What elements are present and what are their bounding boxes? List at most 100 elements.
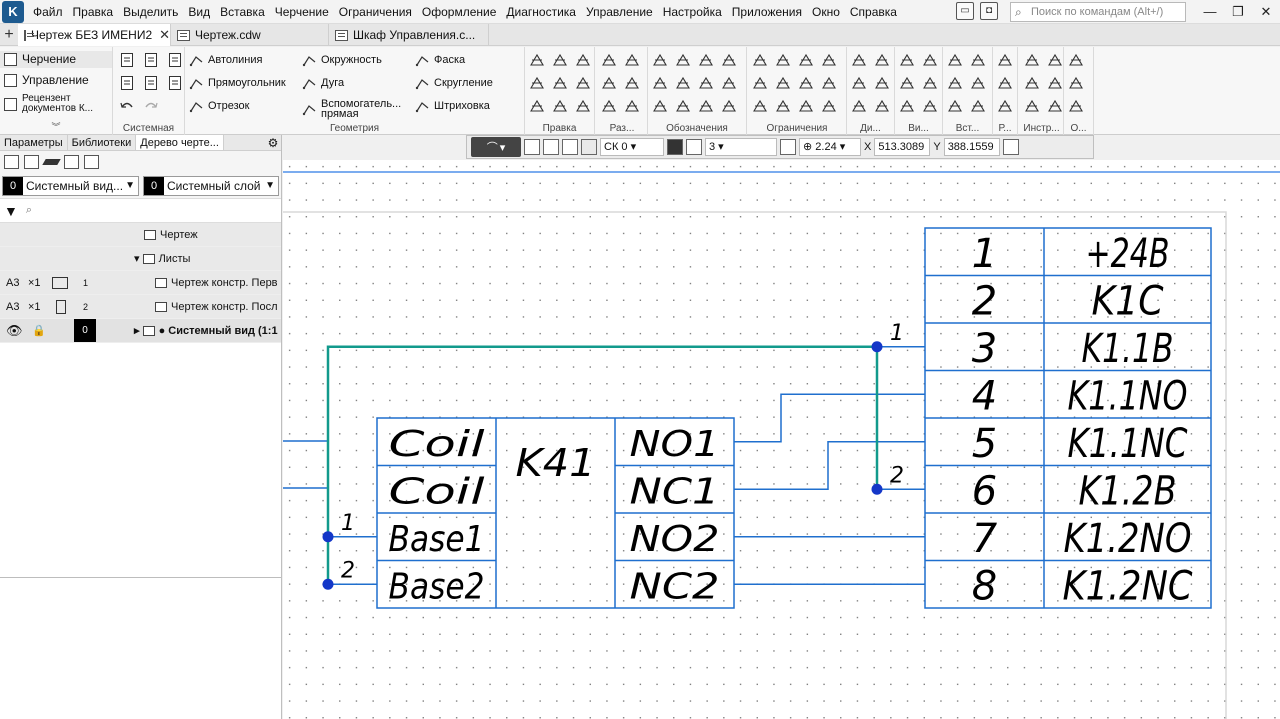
layer-icon[interactable]	[42, 159, 61, 165]
tool-icon[interactable]	[529, 52, 545, 68]
tool-icon[interactable]	[1047, 98, 1063, 114]
search-icon[interactable]: ⌕	[25, 204, 33, 216]
x-coordinate-field[interactable]: 513.3089	[874, 138, 931, 156]
tree-item-system-view[interactable]: 👁 🔒 0 ▸ ● Системный вид (1:1	[0, 319, 281, 343]
tool-icon[interactable]	[798, 52, 814, 68]
layer-select[interactable]: 0 Системный слой ▼	[143, 175, 279, 196]
filter-icon[interactable]: ▼	[4, 202, 18, 219]
tool-icon[interactable]	[947, 75, 963, 91]
preview-icon[interactable]	[143, 75, 159, 91]
tool-icon[interactable]	[997, 75, 1013, 91]
tool-icon[interactable]	[721, 75, 737, 91]
local-snap-icon[interactable]	[562, 139, 578, 155]
tool-icon[interactable]	[675, 98, 691, 114]
geometry-tool[interactable]: Вспомогатель... прямая	[302, 99, 407, 120]
grid-icon[interactable]	[581, 139, 597, 155]
tool-icon[interactable]	[775, 52, 791, 68]
geometry-tool[interactable]: Отрезок	[189, 99, 249, 114]
tree-item-drawing[interactable]: Чертеж	[0, 223, 281, 247]
close-icon[interactable]: ✕	[1260, 4, 1272, 19]
tool-icon[interactable]	[652, 75, 668, 91]
tool-icon[interactable]	[775, 98, 791, 114]
geometry-tool[interactable]: Автолиния	[189, 53, 262, 68]
menu-item[interactable]: Справка	[849, 4, 897, 19]
tool-icon[interactable]	[1024, 75, 1040, 91]
tool-icon[interactable]	[752, 75, 768, 91]
layer-icon[interactable]	[780, 139, 796, 155]
tool-icon[interactable]	[1047, 75, 1063, 91]
pipette-icon[interactable]	[1002, 139, 1019, 155]
tool-icon[interactable]	[552, 52, 568, 68]
tool-icon[interactable]	[874, 52, 890, 68]
menu-item[interactable]: Вид	[188, 4, 211, 19]
menu-item[interactable]: Приложения	[731, 4, 802, 19]
round-icon[interactable]	[686, 139, 702, 155]
new-document-button[interactable]: +	[4, 26, 14, 43]
mode-management[interactable]: Управление	[0, 72, 112, 89]
coordinate-system-select[interactable]: СК 0 ▾	[600, 138, 664, 156]
tool-icon[interactable]	[624, 52, 640, 68]
tree-item-sheet-1[interactable]: А3 ×1 1 Чертеж констр. Перв	[0, 271, 281, 295]
tool-icon[interactable]	[552, 98, 568, 114]
tab-drawing-unnamed[interactable]: Чертеж БЕЗ ИМЕНИ2 ✕	[18, 24, 171, 46]
tool-icon[interactable]	[698, 52, 714, 68]
open-folder-icon[interactable]	[143, 52, 159, 68]
tool-icon[interactable]	[798, 75, 814, 91]
tool-icon[interactable]	[752, 98, 768, 114]
menu-item[interactable]: Окно	[812, 4, 840, 19]
tool-icon[interactable]	[922, 52, 938, 68]
minimize-icon[interactable]: —	[1203, 4, 1217, 19]
tool-icon[interactable]	[529, 98, 545, 114]
tool-icon[interactable]	[821, 98, 837, 114]
menu-item[interactable]: Настройка	[662, 4, 722, 19]
properties-icon[interactable]	[167, 75, 183, 91]
tool-icon[interactable]	[851, 75, 867, 91]
y-coordinate-field[interactable]: 388.1559	[943, 138, 1000, 156]
window-layout-icon[interactable]: ▭	[956, 2, 974, 20]
app-logo[interactable]: K	[2, 0, 24, 23]
menu-item[interactable]: Ограничения	[338, 4, 412, 19]
tool-icon[interactable]	[851, 98, 867, 114]
tool-icon[interactable]	[798, 98, 814, 114]
tab-libraries[interactable]: Библиотеки	[68, 135, 137, 150]
tree-item-sheets[interactable]: ▾ Листы	[0, 247, 281, 271]
tool-icon[interactable]	[601, 52, 617, 68]
tool-icon[interactable]	[652, 52, 668, 68]
tool-icon[interactable]	[624, 98, 640, 114]
tool-icon[interactable]	[775, 75, 791, 91]
eye-icon[interactable]: 👁	[6, 323, 23, 338]
tool-icon[interactable]	[821, 52, 837, 68]
gear-icon[interactable]: ⚙	[267, 136, 279, 150]
tool-icon[interactable]	[970, 52, 986, 68]
bus-node[interactable]	[871, 483, 883, 495]
tool-icon[interactable]	[874, 98, 890, 114]
restore-icon[interactable]: ❐	[1232, 4, 1244, 19]
tree-item-sheet-2[interactable]: А3 ×1 2 Чертеж констр. Посл	[0, 295, 281, 319]
step-select[interactable]: 3 ▾	[705, 138, 777, 156]
export-icon[interactable]	[84, 155, 99, 169]
menu-item[interactable]: Диагностика	[506, 4, 576, 19]
tool-icon[interactable]	[997, 52, 1013, 68]
bus-node[interactable]	[871, 341, 883, 353]
tool-icon[interactable]	[1024, 98, 1040, 114]
bus-line[interactable]	[326, 345, 879, 585]
chevron-down-icon[interactable]: ︾	[51, 122, 61, 132]
mode-reviewer[interactable]: Рецензент документов К...	[0, 92, 112, 116]
tool-icon[interactable]	[1047, 52, 1063, 68]
tool-icon[interactable]	[698, 98, 714, 114]
expand-icon[interactable]: ▾	[134, 253, 143, 265]
tool-icon[interactable]	[1068, 75, 1084, 91]
tab-control-cabinet[interactable]: Шкаф Управления.с...	[329, 24, 489, 46]
tool-icon[interactable]	[899, 52, 915, 68]
tool-icon[interactable]	[601, 98, 617, 114]
tool-icon[interactable]	[947, 52, 963, 68]
geometry-tool[interactable]: Штриховка	[415, 99, 490, 114]
snap-icon[interactable]	[543, 139, 559, 155]
new-view-icon[interactable]	[24, 155, 39, 169]
menu-item[interactable]: Файл	[33, 4, 63, 19]
menu-item[interactable]: Выделить	[123, 4, 179, 19]
tool-icon[interactable]	[675, 75, 691, 91]
image-icon[interactable]	[64, 155, 79, 169]
tool-icon[interactable]	[899, 75, 915, 91]
